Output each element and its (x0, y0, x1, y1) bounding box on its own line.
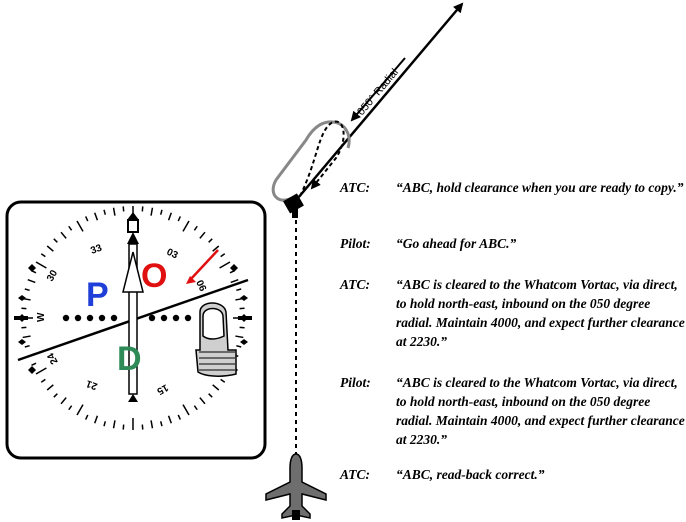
compass-tick (46, 245, 54, 252)
compass-tick (220, 253, 226, 258)
compass-tick (150, 420, 154, 429)
heading-label-33: 33 (89, 243, 104, 257)
compass-tick (93, 415, 99, 424)
thumb-icon (195, 302, 237, 377)
red-pointer-head (186, 276, 196, 284)
compass-tick (235, 335, 244, 339)
compass-tick (182, 220, 190, 232)
compass-tick (35, 261, 47, 269)
dialogue-text: “Go ahead for ABC.” (396, 236, 517, 251)
heading-labels: 33 03 06 W 30 24 21 15 (36, 243, 208, 397)
heading-label-30: 30 (45, 268, 60, 284)
bezel-markers (14, 264, 252, 374)
dialogue-text: “ABC is cleared to the Whatcom Vortac, v… (396, 277, 685, 349)
compass-tick (112, 207, 116, 216)
heading-label-21: 21 (84, 377, 99, 391)
compass-tick (40, 253, 46, 258)
dialogue-text: “ABC, read-back correct.” (396, 467, 545, 482)
heading-label-15: 15 (154, 381, 170, 396)
compass-tick (212, 245, 220, 252)
compass-tick (24, 288, 30, 292)
compass-tick (208, 238, 213, 243)
compass-tick (35, 367, 47, 375)
dialogue-speaker: ATC: (340, 277, 371, 292)
compass-tick (68, 405, 73, 411)
heading-label-w: W (36, 312, 47, 322)
letter-d: D (117, 340, 142, 378)
dialogue-speaker: ATC: (340, 467, 371, 482)
course-needle-icon (122, 212, 144, 402)
compass-tick (103, 421, 107, 427)
heading-label-24: 24 (45, 350, 60, 366)
compass-tick (22, 335, 31, 339)
compass-tick (167, 212, 173, 221)
compass-tick (199, 231, 206, 239)
compass-tick (159, 209, 163, 215)
compass-tick (177, 414, 182, 420)
compass-tick (199, 397, 206, 405)
compass-tick (150, 207, 154, 216)
compass-tick (230, 278, 239, 284)
compass-tick (31, 362, 37, 367)
compass-tick (27, 278, 36, 284)
compass-tick (193, 225, 198, 231)
heading-label-03: 03 (165, 247, 180, 262)
compass-tick (53, 238, 58, 243)
compass-tick (76, 220, 84, 232)
heading-indicator: 33 03 06 W 30 24 21 15 (5, 200, 267, 460)
compass-tick (103, 209, 107, 215)
dialogue-speaker: ATC: (340, 180, 371, 195)
compass-tick (159, 421, 163, 427)
compass-tick (220, 378, 226, 383)
airplane-icon (265, 453, 327, 520)
red-pointer-arrow (189, 249, 219, 281)
compass-tick (24, 344, 30, 348)
letter-o: O (141, 257, 167, 295)
compass-tick (112, 420, 116, 429)
compass-tick (93, 212, 99, 221)
compass-tick (212, 384, 220, 391)
compass-tick (84, 216, 89, 222)
compass-tick (84, 414, 89, 420)
dialogue-text: “ABC, hold clearance when you are ready … (396, 180, 684, 195)
compass-tick (167, 415, 173, 424)
compass-tick (76, 404, 84, 416)
radial-arrow (297, 2, 464, 199)
holding-pattern (271, 120, 351, 202)
compass-tick (60, 231, 67, 239)
vor-station-icon (283, 193, 304, 218)
compass-tick (68, 225, 73, 231)
inbound-track (299, 120, 345, 197)
dialogue-speaker: Pilot: (340, 236, 371, 251)
compass-tick (193, 405, 198, 411)
deviation-dots (62, 314, 192, 322)
compass-tick (177, 216, 182, 222)
letter-p: P (86, 276, 109, 314)
compass-tick (60, 397, 67, 405)
dialogue-speaker: Pilot: (340, 375, 371, 390)
dialogue-text: “ABC is cleared to the Whatcom Vortac, v… (396, 375, 685, 447)
compass-tick (208, 393, 213, 398)
compass-tick (182, 404, 190, 416)
compass-tick (236, 288, 242, 292)
compass-tick (53, 393, 58, 398)
compass-tick (46, 384, 54, 391)
compass-tick (219, 261, 231, 269)
compass-tick (236, 344, 242, 348)
heading-label-06: 06 (193, 279, 208, 294)
compass-tick (40, 378, 46, 383)
radial-label: 050° Radial (355, 67, 401, 118)
